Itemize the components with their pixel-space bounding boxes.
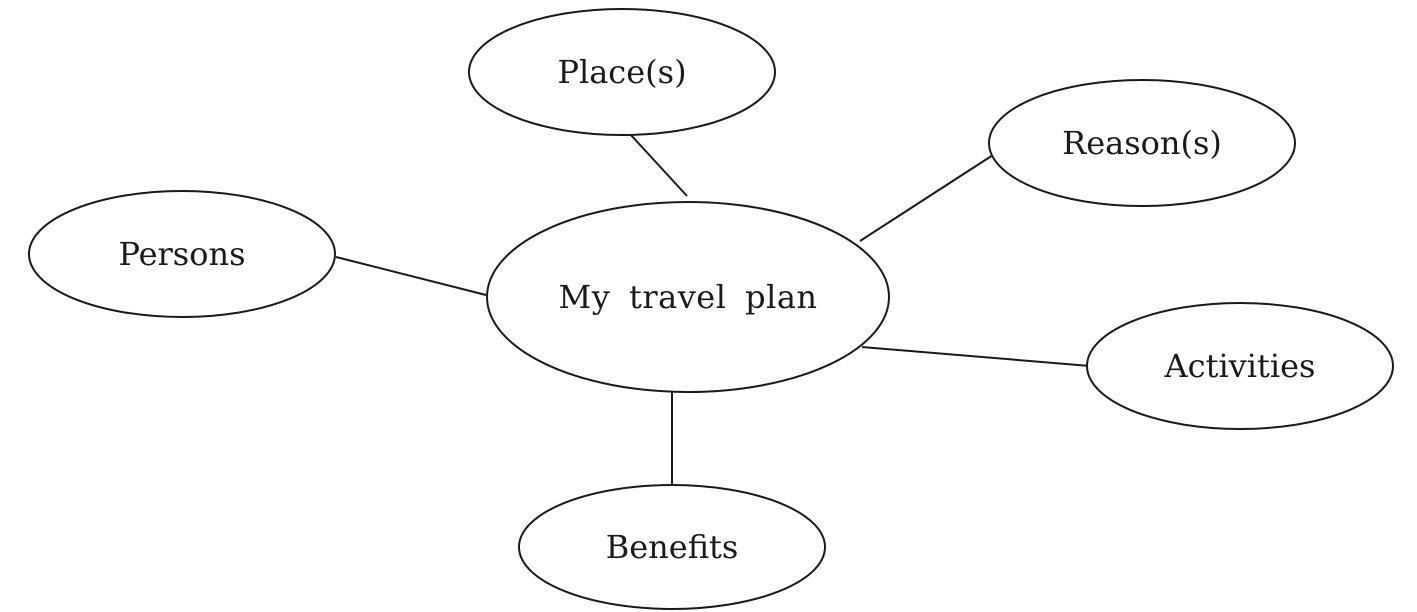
connector-reason [859,154,994,242]
node-activities-ellipse [1086,302,1394,430]
central-node-label: My travel plan [558,278,817,316]
node-activities-label: Activities [1164,347,1316,385]
node-place-ellipse [468,8,776,136]
connector-activities [861,346,1091,367]
node-reason-ellipse [988,79,1296,207]
central-node-ellipse [486,201,890,393]
node-persons-ellipse [28,190,336,318]
node-benefits-label: Benefits [606,528,739,566]
connector-place [629,133,688,197]
node-reason-label: Reason(s) [1062,124,1222,162]
node-place: Place(s) [468,8,776,136]
central-node: My travel plan [486,201,890,393]
node-persons-label: Persons [118,235,245,273]
node-benefits-ellipse [518,484,826,610]
connector-persons [335,256,487,296]
node-place-label: Place(s) [557,53,686,91]
node-activities: Activities [1086,302,1394,430]
node-reason: Reason(s) [988,79,1296,207]
connector-lines [335,133,1091,486]
node-benefits: Benefits [518,484,826,610]
node-persons: Persons [28,190,336,318]
